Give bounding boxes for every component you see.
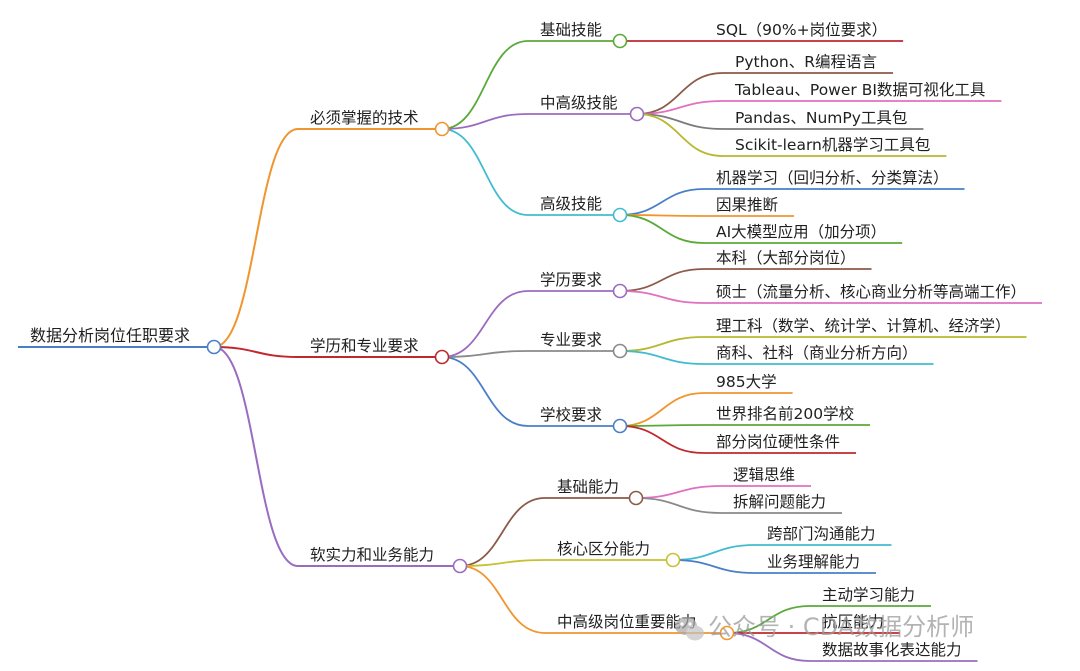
leaf-link bbox=[636, 72, 724, 115]
mind-map-links bbox=[18, 40, 1043, 662]
subtopic-node[interactable] bbox=[612, 207, 628, 223]
leaf-link bbox=[635, 497, 722, 514]
watermark-text: 公众号 · CDA数据分析师 bbox=[708, 613, 974, 641]
subtopic-label: 核心区分能力 bbox=[557, 540, 650, 558]
subtopic-node[interactable] bbox=[612, 33, 628, 49]
leaf-link bbox=[619, 336, 705, 352]
leaf-label: 跨部门沟通能力 bbox=[767, 525, 876, 543]
leaf-link bbox=[726, 605, 811, 634]
branch-link bbox=[213, 346, 299, 567]
leaf-label: 因果推断 bbox=[716, 196, 778, 214]
leaf-label: SQL（90%+岗位要求） bbox=[716, 21, 887, 39]
branch-node[interactable] bbox=[452, 558, 468, 574]
leaf-label: 抗压能力 bbox=[822, 613, 884, 631]
branch-label: 必须掌握的技术 bbox=[310, 109, 419, 127]
leaf-label: Pandas、NumPy工具包 bbox=[735, 109, 907, 127]
leaf-label: Scikit-learn机器学习工具包 bbox=[735, 136, 930, 154]
subtopic-node[interactable] bbox=[629, 106, 645, 122]
leaf-label: 985大学 bbox=[716, 373, 777, 391]
subtopic-node[interactable] bbox=[719, 625, 735, 641]
subtopic-link bbox=[441, 113, 529, 130]
leaf-link bbox=[619, 350, 705, 365]
subtopic-link bbox=[441, 290, 529, 358]
leaf-label: 业务理解能力 bbox=[767, 553, 860, 571]
subtopic-link bbox=[441, 128, 529, 216]
leaf-label: 理工科（数学、统计学、计算机、经济学） bbox=[716, 316, 1011, 335]
subtopic-node[interactable] bbox=[628, 490, 644, 506]
branch-node[interactable] bbox=[434, 121, 450, 137]
root-label: 数据分析岗位任职要求 bbox=[30, 326, 190, 345]
subtopic-link bbox=[441, 350, 529, 358]
wechat-logo-icon bbox=[675, 617, 704, 641]
branch-link bbox=[213, 346, 299, 358]
subtopic-label: 高级技能 bbox=[540, 195, 602, 213]
leaf-label: 数据故事化表达能力 bbox=[822, 641, 962, 659]
leaf-label: 逻辑思维 bbox=[733, 466, 795, 484]
watermark: 公众号 · CDA数据分析师 bbox=[675, 613, 974, 641]
subtopic-node[interactable] bbox=[612, 418, 628, 434]
branch-link bbox=[213, 128, 299, 348]
leaf-label: Tableau、Power BI数据可视化工具 bbox=[734, 81, 985, 99]
leaf-link bbox=[619, 424, 705, 427]
leaf-link bbox=[636, 113, 724, 157]
leaf-label: 主动学习能力 bbox=[822, 586, 915, 604]
subtopic-label: 专业要求 bbox=[540, 331, 602, 349]
leaf-label: 拆解问题能力 bbox=[733, 493, 826, 511]
leaf-link bbox=[726, 632, 811, 662]
leaf-label: 部分岗位硬性条件 bbox=[716, 433, 840, 451]
leaf-label: 硕士（流量分析、核心商业分析等高端工作） bbox=[716, 283, 1026, 301]
subtopic-link bbox=[459, 497, 546, 567]
subtopic-link bbox=[459, 565, 546, 634]
subtopic-label: 中高级岗位重要能力 bbox=[557, 613, 697, 631]
subtopic-link bbox=[459, 559, 546, 567]
leaf-link bbox=[619, 268, 705, 292]
leaf-label: 世界排名前200学校 bbox=[716, 405, 854, 423]
leaf-link bbox=[619, 425, 705, 454]
leaf-label: AI大模型应用（加分项） bbox=[716, 222, 886, 241]
branch-node[interactable] bbox=[434, 349, 450, 365]
leaf-label: 机器学习（回归分析、分类算法） bbox=[716, 168, 949, 187]
root-node[interactable] bbox=[206, 339, 222, 355]
subtopic-label: 中高级技能 bbox=[540, 94, 618, 112]
leaf-link bbox=[619, 290, 705, 304]
leaf-label: Python、R编程语言 bbox=[735, 53, 877, 71]
leaf-link bbox=[619, 392, 705, 427]
subtopic-node[interactable] bbox=[612, 283, 628, 299]
leaf-link bbox=[619, 188, 705, 216]
mind-map-nodes: 数据分析岗位任职要求 必须掌握的技术 基础技能 SQL（90%+岗位要求） 中高级技能 P… bbox=[30, 21, 1026, 659]
subtopic-node[interactable] bbox=[665, 552, 681, 568]
leaf-link bbox=[619, 214, 705, 244]
branch-label: 学历和专业要求 bbox=[310, 337, 419, 355]
leaf-link bbox=[672, 544, 756, 561]
subtopic-node[interactable] bbox=[612, 343, 628, 359]
leaf-label: 本科（大部分岗位） bbox=[716, 249, 856, 267]
leaf-label: 商科、社科（商业分析方向） bbox=[716, 344, 918, 362]
leaf-link bbox=[672, 559, 756, 574]
subtopic-label: 学历要求 bbox=[540, 271, 602, 289]
subtopic-label: 基础能力 bbox=[557, 478, 619, 496]
subtopic-link bbox=[441, 40, 529, 130]
subtopic-link bbox=[441, 356, 529, 427]
subtopic-label: 基础技能 bbox=[540, 21, 602, 39]
branch-label: 软实力和业务能力 bbox=[310, 546, 434, 564]
leaf-link bbox=[635, 485, 722, 499]
subtopic-label: 学校要求 bbox=[540, 406, 602, 424]
